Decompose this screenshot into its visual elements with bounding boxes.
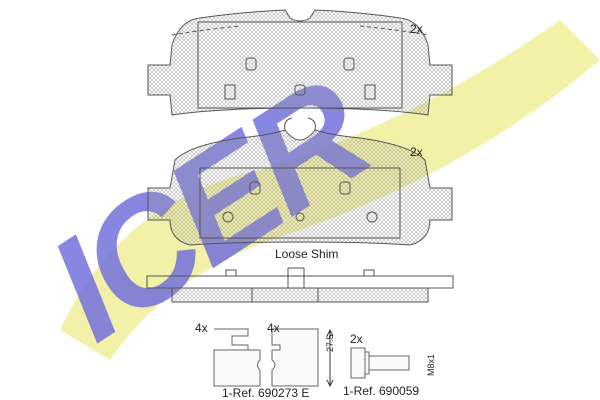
- pad-top-quantity: 2x: [410, 22, 423, 36]
- brake-pad-bottom: [147, 117, 453, 246]
- bolt-reference: 1-Ref. 690059: [343, 384, 420, 398]
- clip-b-quantity: 4x: [267, 321, 280, 335]
- clip-reference: 1-Ref. 690273 E: [222, 386, 310, 400]
- pad-bottom-quantity: 2x: [410, 145, 423, 159]
- bolt-drawing: [350, 347, 410, 379]
- pad-side-view: [146, 267, 454, 303]
- bolt-quantity: 2x: [350, 332, 363, 346]
- loose-shim-label: Loose Shim: [275, 247, 339, 261]
- clip-dimension: 27.5: [325, 334, 335, 352]
- clip-a-quantity: 4x: [195, 321, 208, 335]
- brake-pad-top: [147, 9, 453, 116]
- bolt-thread: M8x1: [426, 353, 436, 376]
- clips-drawing: [213, 328, 334, 388]
